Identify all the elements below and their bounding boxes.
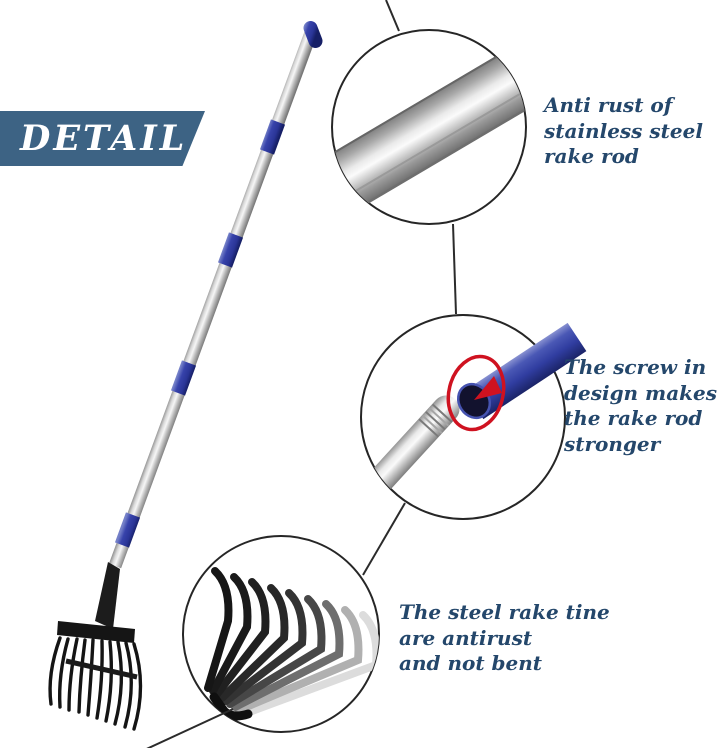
callout-circle-screw	[360, 314, 587, 520]
leader-line-between-circles	[452, 223, 457, 315]
tine	[132, 642, 143, 731]
rod-closeup	[332, 39, 526, 217]
rake-blue-sleeves	[114, 119, 286, 548]
tine-clamp	[209, 692, 253, 721]
rake-mid-bar	[65, 658, 138, 680]
tine-detail	[226, 595, 326, 708]
rod-threads	[418, 403, 453, 438]
detail-banner: DETAIL	[0, 111, 205, 166]
annotation-screw-in: The screw in design makes the rake rod s…	[564, 355, 717, 457]
tine-detail	[209, 573, 252, 695]
annotation-line: design makes	[564, 380, 718, 405]
callout-circle-rod	[331, 29, 527, 225]
annotation-line: The steel rake tine	[399, 600, 610, 624]
rotation-arrow	[446, 354, 506, 432]
rake-product	[48, 21, 323, 731]
rake-tines	[48, 636, 143, 731]
rake-shaft	[108, 27, 319, 569]
tine	[86, 638, 95, 717]
callout-circle-tines	[146, 535, 380, 748]
annotation-line: stainless steel	[544, 118, 703, 143]
tine	[123, 641, 133, 729]
annotation-line: are antirust	[399, 625, 533, 650]
tine	[104, 640, 114, 723]
leader-line-top	[385, 0, 400, 32]
tine	[58, 637, 70, 709]
tine	[113, 640, 124, 726]
arrowhead-icon	[474, 376, 502, 400]
tine	[77, 638, 87, 714]
rake-handle-cap	[303, 21, 323, 48]
threaded-rod-closeup	[366, 395, 460, 495]
tine-detail	[235, 606, 363, 714]
rake-head-socket	[95, 562, 120, 629]
annotation-line: rake rod	[544, 144, 639, 168]
annotation-tines: The steel rake tine are antirust and not…	[399, 600, 610, 677]
annotation-line: The screw in	[564, 355, 707, 379]
leader-line-bottom	[146, 708, 234, 748]
detail-banner-label: DETAIL	[20, 118, 188, 159]
leader-line-mid-to-bottom	[362, 502, 406, 576]
annotation-line: stronger	[564, 431, 661, 456]
annotation-line: Anti rust of	[544, 93, 673, 117]
annotation-anti-rust: Anti rust of stainless steel rake rod	[544, 93, 703, 170]
tine-detail	[231, 600, 344, 711]
tine-detail	[213, 578, 270, 698]
annotation-line: and not bent	[399, 651, 543, 675]
annotation-line: the rake rod	[564, 406, 703, 430]
tine-detail	[218, 584, 289, 702]
tine	[48, 636, 62, 706]
tine	[95, 639, 104, 720]
leader-lines	[362, 0, 457, 576]
tine	[67, 637, 79, 712]
tine-detail	[222, 589, 307, 705]
rake-head-bar	[57, 621, 135, 643]
tine-detail	[204, 567, 233, 692]
